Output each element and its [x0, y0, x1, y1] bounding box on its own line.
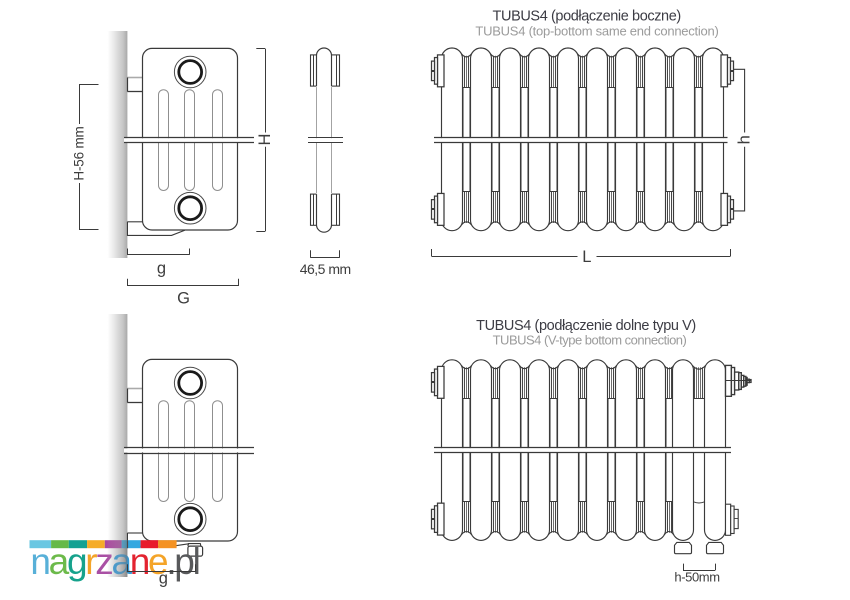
svg-text:g: g: [159, 570, 168, 588]
svg-text:TUBUS4 (V-type bottom connecti: TUBUS4 (V-type bottom connection): [493, 333, 687, 348]
svg-text:H-56 mm: H-56 mm: [72, 126, 87, 180]
svg-text:TUBUS4 (top-bottom same end co: TUBUS4 (top-bottom same end connection): [475, 24, 718, 39]
svg-text:46,5 mm: 46,5 mm: [300, 261, 351, 277]
svg-text:g: g: [157, 259, 166, 277]
svg-text:h: h: [735, 135, 753, 144]
svg-text:TUBUS4 (podłączenie dolne typu: TUBUS4 (podłączenie dolne typu V): [476, 318, 696, 334]
svg-text:L: L: [582, 248, 591, 266]
svg-text:TUBUS4 (podłączenie boczne): TUBUS4 (podłączenie boczne): [493, 9, 681, 25]
svg-text:h-50mm: h-50mm: [674, 570, 719, 585]
svg-text:G: G: [177, 290, 190, 308]
svg-text:H: H: [256, 134, 274, 146]
